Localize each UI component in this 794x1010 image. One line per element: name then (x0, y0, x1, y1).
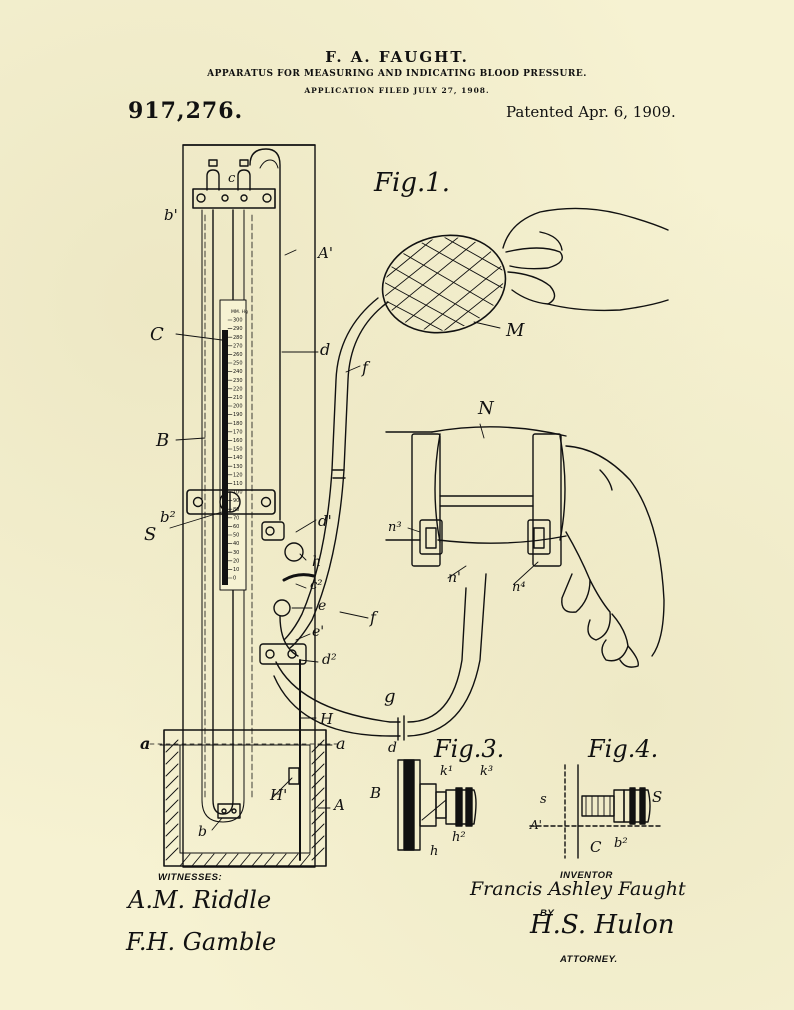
label-c2: c² (310, 578, 323, 593)
label-A: A (334, 796, 345, 814)
label-S: S (144, 524, 157, 545)
hand-upper (502, 207, 669, 312)
scale-tick-label: 30 (233, 550, 239, 556)
label-n1: n' (448, 570, 461, 586)
fig3-title: Fig.3. (434, 735, 505, 763)
label-h: h (312, 554, 322, 570)
fig4-label-b2: b² (614, 836, 628, 851)
attorney-label: ATTORNEY. (560, 954, 618, 965)
label-M: M (506, 320, 525, 341)
label-b2: b² (160, 508, 176, 526)
label-C: C (150, 324, 164, 345)
arm-cuff (385, 426, 665, 668)
fig4-label-C: C (590, 838, 602, 856)
fig3-label-d: d (388, 740, 397, 756)
label-d2: d² (322, 652, 337, 668)
label-f-top: f (362, 358, 368, 377)
inventor-name: F. A. FAUGHT. (325, 48, 469, 66)
scale-tick-label: 180 (233, 421, 243, 427)
fig3-label-h2: h² (452, 830, 466, 845)
scale-tick-label: 130 (233, 464, 243, 470)
fig4-label-A1: A' (530, 818, 542, 832)
application-filed: APPLICATION FILED JULY 27, 1908. (304, 86, 490, 95)
scale-tick-label: 190 (233, 412, 243, 418)
scale-tick-label: 230 (233, 378, 243, 384)
label-b: b (198, 824, 207, 840)
label-a-left: a (140, 734, 151, 753)
scale-tick-label: 290 (233, 326, 243, 332)
inflation-bulb (379, 226, 513, 342)
scale-tick-label: 0 (233, 576, 236, 582)
label-e: e (318, 598, 327, 614)
manometer-board (149, 144, 341, 868)
scale-tick-label: 50 (233, 533, 239, 539)
label-H1: H' (270, 786, 288, 804)
fig4-title: Fig.4. (588, 735, 659, 763)
scale-tick-label: 60 (233, 524, 239, 530)
scale-tick-label: 10 (233, 567, 239, 573)
label-B: B (156, 430, 170, 451)
scale-tick-label: 70 (233, 515, 239, 521)
scale-tick-label: 270 (233, 343, 243, 349)
scale-tick-label: 40 (233, 541, 239, 547)
scale-tick-label: 250 (233, 361, 243, 367)
attorney-signature: H.S. Hulon (530, 910, 675, 940)
fig3-label-B: B (370, 784, 382, 802)
scale-tick-label: 220 (233, 386, 243, 392)
scale-tick-label: 140 (233, 455, 243, 461)
pressure-scale: MM. Hg3002902802702602502402302202102001… (227, 309, 248, 582)
leader-lines (159, 249, 539, 831)
patent-number: 917,276. (128, 98, 244, 124)
fig3-label-k3: k³ (480, 764, 494, 779)
label-f-low: f (370, 608, 376, 627)
label-b1: b' (164, 206, 178, 224)
scale-tick-label: 210 (233, 395, 243, 401)
scale-tick-label: 90 (233, 498, 239, 504)
by-label: BY (540, 908, 555, 919)
rubber-tubing (273, 297, 487, 741)
scale-tick-label: 110 (233, 481, 243, 487)
inventor-signature: Francis Ashley Faught (470, 878, 686, 900)
fig4-valve-detail (529, 764, 661, 859)
label-n3: n³ (388, 520, 402, 535)
fig3-label-h: h (430, 844, 439, 859)
witnesses-label: WITNESSES: (158, 872, 223, 883)
label-d1: d' (318, 512, 332, 530)
label-H: H (320, 710, 334, 728)
witness-signature-2: F.H. Gamble (126, 928, 277, 956)
scale-tick-label: 120 (233, 472, 243, 478)
fig4-label-S: S (652, 788, 663, 806)
label-e1: e' (312, 624, 325, 640)
label-n4: n⁴ (512, 580, 526, 595)
label-g: g (384, 686, 396, 707)
scale-tick-label: 300 (233, 318, 243, 324)
scale-tick-label: 200 (233, 404, 243, 410)
scale-tick-label: 240 (233, 369, 243, 375)
witness-signature-1: A.M. Riddle (128, 886, 272, 914)
scale-tick-label: 260 (233, 352, 243, 358)
scale-tick-label: 280 (233, 335, 243, 341)
scale-tick-label: 160 (233, 438, 243, 444)
patented-date: Patented Apr. 6, 1909. (506, 103, 676, 121)
scale-tick-label: 20 (233, 558, 239, 564)
fig3-label-k1: k¹ (440, 764, 454, 779)
label-d: d (320, 340, 331, 359)
label-A1: A' (318, 244, 333, 262)
scale-tick-label: 80 (233, 507, 239, 513)
fig3-valve-detail (397, 759, 477, 851)
scale-tick-label: 100 (233, 490, 243, 496)
fig1-title: Fig.1. (374, 168, 451, 198)
scale-header: MM. Hg (231, 309, 248, 315)
inventor-label: INVENTOR (560, 870, 613, 881)
label-N: N (478, 398, 494, 419)
scale-tick-label: 150 (233, 447, 243, 453)
scale-tick-label: 170 (233, 429, 243, 435)
label-a-right: a (336, 734, 346, 753)
patent-title: APPARATUS FOR MEASURING AND INDICATING B… (207, 69, 587, 79)
label-c: c (228, 171, 236, 186)
fig4-label-s: s (540, 792, 547, 807)
